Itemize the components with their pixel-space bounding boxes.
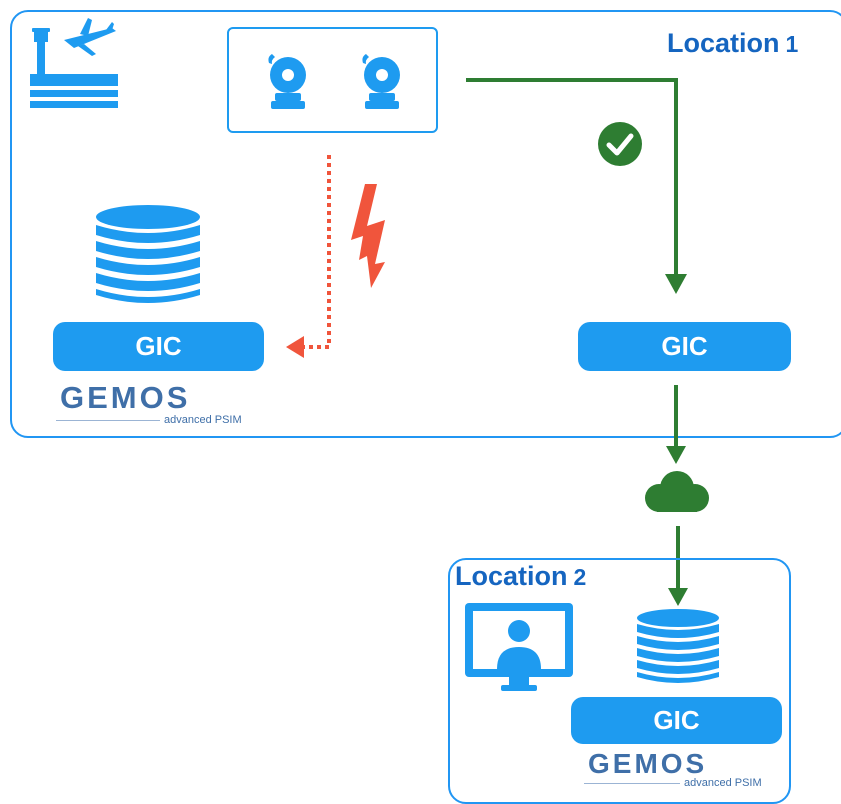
gemos-logo: GEMOS advanced PSIM (584, 748, 784, 792)
database-icon (635, 607, 721, 687)
gemos-wordmark: GEMOS (60, 380, 191, 415)
gic-to-cloud-arrowhead (666, 446, 686, 464)
location-2-label: Location (455, 561, 568, 591)
gemos-tagline: advanced PSIM (164, 414, 242, 426)
location-2-number: 2 (573, 564, 587, 590)
airport-tower-plane-icon (28, 18, 120, 110)
monitor-user-icon (465, 603, 573, 693)
gic-location2-label: GIC (653, 705, 700, 735)
alarm-bell-icon (263, 49, 313, 113)
cloud-icon (639, 470, 713, 514)
location-1-number: 1 (785, 31, 799, 57)
gic-remote-button[interactable]: GIC (578, 322, 791, 371)
gic-local-label: GIC (135, 331, 182, 361)
gemos-logo: GEMOS advanced PSIM (56, 380, 272, 430)
gemos-underline (584, 783, 680, 784)
gic-location2-button[interactable]: GIC (571, 697, 782, 744)
gic-local-button[interactable]: GIC (53, 322, 264, 371)
gemos-tagline: advanced PSIM (684, 777, 762, 789)
location-1-label: Location (667, 28, 780, 58)
gemos-underline (56, 420, 160, 421)
check-circle-icon (597, 121, 643, 167)
gemos-wordmark: GEMOS (588, 748, 708, 779)
alarm-group-box (227, 27, 438, 133)
location-1-box (10, 10, 841, 438)
gic-remote-label: GIC (661, 331, 708, 361)
alarm-bell-icon (357, 49, 407, 113)
lightning-bolt-icon (345, 184, 397, 288)
database-icon (93, 203, 203, 308)
